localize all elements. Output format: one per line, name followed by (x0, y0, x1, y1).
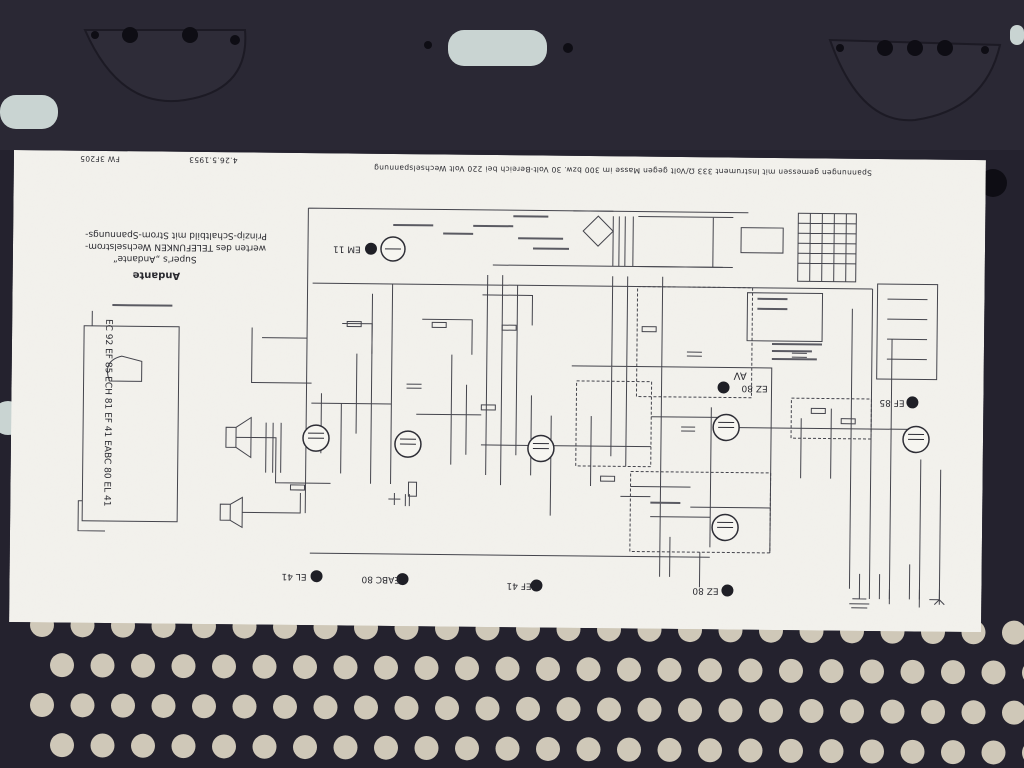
vent-hole (536, 656, 560, 681)
vent-hole (374, 655, 398, 680)
vent-hole (50, 733, 74, 758)
vent-hole (171, 654, 196, 679)
vent-hole (252, 654, 277, 679)
vent-hole (779, 658, 803, 683)
vent-hole (1002, 620, 1024, 645)
vent-hole (900, 739, 925, 764)
vent-hole (374, 735, 398, 760)
vent-hole (840, 699, 864, 724)
vent-hole (779, 738, 803, 763)
vent-hole (414, 656, 439, 681)
vent-hole (738, 658, 763, 683)
vent-hole (171, 734, 196, 759)
vent-hole (799, 699, 824, 724)
vent-hole (455, 656, 479, 681)
vent-hole (536, 736, 560, 761)
vent-hole (232, 694, 257, 719)
vent-hole (698, 738, 722, 763)
vent-hole (192, 694, 216, 719)
vent-hole (70, 693, 95, 718)
vent-hole (657, 737, 682, 762)
vent-hole (738, 738, 763, 763)
vent-hole (556, 697, 581, 722)
vent-hole (516, 696, 540, 721)
vent-hole (941, 660, 965, 685)
vent-hole (819, 739, 844, 764)
vent-hole (333, 735, 358, 760)
vent-hole (759, 698, 783, 723)
header-date: 4.26.5.1953 (188, 155, 238, 165)
vent-hole (860, 659, 884, 684)
vent-hole (252, 734, 277, 759)
vent-hole (880, 699, 905, 724)
vent-hole (617, 657, 641, 682)
caption-line-2: werten des TELEFUNKEN Wechselstrom- (84, 240, 267, 253)
vent-hole (313, 695, 338, 720)
tube-label-t6: EZ 80 (741, 382, 768, 393)
tube-label-t5: EF 85 (879, 397, 905, 408)
vent-hole (475, 696, 500, 721)
mounting-slot-top (448, 30, 547, 66)
vent-hole-grid (30, 613, 1024, 765)
tube-label-t7: EM 11 (332, 243, 361, 254)
vent-hole (131, 653, 155, 678)
vent-hole (819, 659, 844, 684)
schematic-sheet: FW 3F205 4.26.5.1953 Spannungen gemessen… (9, 150, 986, 633)
vent-hole (657, 657, 682, 682)
vent-hole (414, 736, 439, 761)
vent-hole (30, 693, 54, 718)
vent-hole (212, 734, 236, 759)
tube-label-t3: EABC 80 (361, 573, 401, 585)
tube-label-t1: EZ 80 (692, 585, 719, 596)
vent-hole (495, 656, 520, 681)
vent-hole (617, 737, 641, 762)
vent-hole (435, 696, 459, 721)
vent-hole (678, 698, 702, 723)
vent-hole (455, 736, 479, 761)
vent-hole (981, 740, 1006, 765)
vent-hole (576, 657, 601, 682)
vent-hole (597, 697, 621, 722)
vent-hole (900, 659, 925, 684)
vent-hole (293, 735, 317, 760)
vent-hole (273, 694, 297, 719)
vent-hole (961, 700, 986, 725)
vent-hole (718, 698, 743, 723)
tube-label-t2: EF 41 (506, 580, 532, 591)
vent-hole (50, 653, 74, 678)
vent-hole (354, 695, 378, 720)
vent-hole (698, 658, 722, 683)
vent-hole (637, 697, 662, 722)
schematic-drawing (9, 150, 986, 633)
vent-hole (576, 737, 601, 762)
mounting-slot-left (0, 95, 58, 129)
schematic-title: Andante (132, 269, 181, 281)
vent-hole (941, 740, 965, 765)
vent-hole (131, 733, 155, 758)
vent-hole (111, 693, 135, 718)
vent-hole (495, 736, 520, 761)
vent-hole (151, 693, 176, 718)
vent-hole (981, 660, 1006, 685)
vent-hole (90, 733, 115, 758)
tube-label-t4: EL 41 (281, 570, 307, 582)
tube-strip-label: EC 92 EF 85 ECH 81 EF 41 EABC 80 EL 41 (101, 318, 114, 507)
vent-hole (394, 695, 419, 720)
vent-hole (212, 654, 236, 679)
vent-hole (860, 739, 884, 764)
vent-hole (333, 655, 358, 680)
caption-line-1: Prinzip-Schaltbild mit Strom-Spannungs- (85, 228, 268, 241)
vent-hole (1002, 700, 1024, 725)
caption-line-3: Super's „Andante“ (112, 253, 197, 264)
vent-hole (921, 699, 945, 724)
vent-hole (293, 655, 317, 680)
vent-hole (90, 653, 115, 678)
misc-label-av: AV (733, 369, 747, 381)
header-code: FW 3F205 (79, 154, 120, 164)
